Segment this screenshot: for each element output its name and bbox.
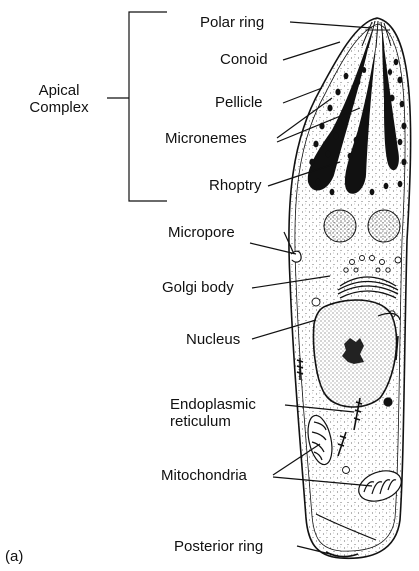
label-pellicle: Pellicle xyxy=(215,94,263,111)
apical-complex-label: Apical Complex xyxy=(24,82,94,116)
label-mitochondria: Mitochondria xyxy=(161,467,247,484)
label-micropore: Micropore xyxy=(168,224,235,241)
label-posterior-ring: Posterior ring xyxy=(174,538,263,555)
apical-complex-label-line1: Apical xyxy=(24,82,94,99)
label-polar-ring: Polar ring xyxy=(200,14,264,31)
apical-complex-label-line2: Complex xyxy=(24,99,94,116)
label-conoid: Conoid xyxy=(220,51,268,68)
figure-tag: (a) xyxy=(5,548,23,565)
label-rhoptry: Rhoptry xyxy=(209,177,262,194)
label-endoplasmic-reticulum: Endoplasmic reticulum xyxy=(170,396,256,430)
nucleus xyxy=(314,300,397,407)
label-nucleus: Nucleus xyxy=(186,331,240,348)
label-er-line1: Endoplasmic xyxy=(170,396,256,413)
label-micronemes: Micronemes xyxy=(165,130,247,147)
apical-complex-bracket xyxy=(107,12,167,201)
label-golgi-body: Golgi body xyxy=(162,279,234,296)
label-er-line2: reticulum xyxy=(170,413,256,430)
